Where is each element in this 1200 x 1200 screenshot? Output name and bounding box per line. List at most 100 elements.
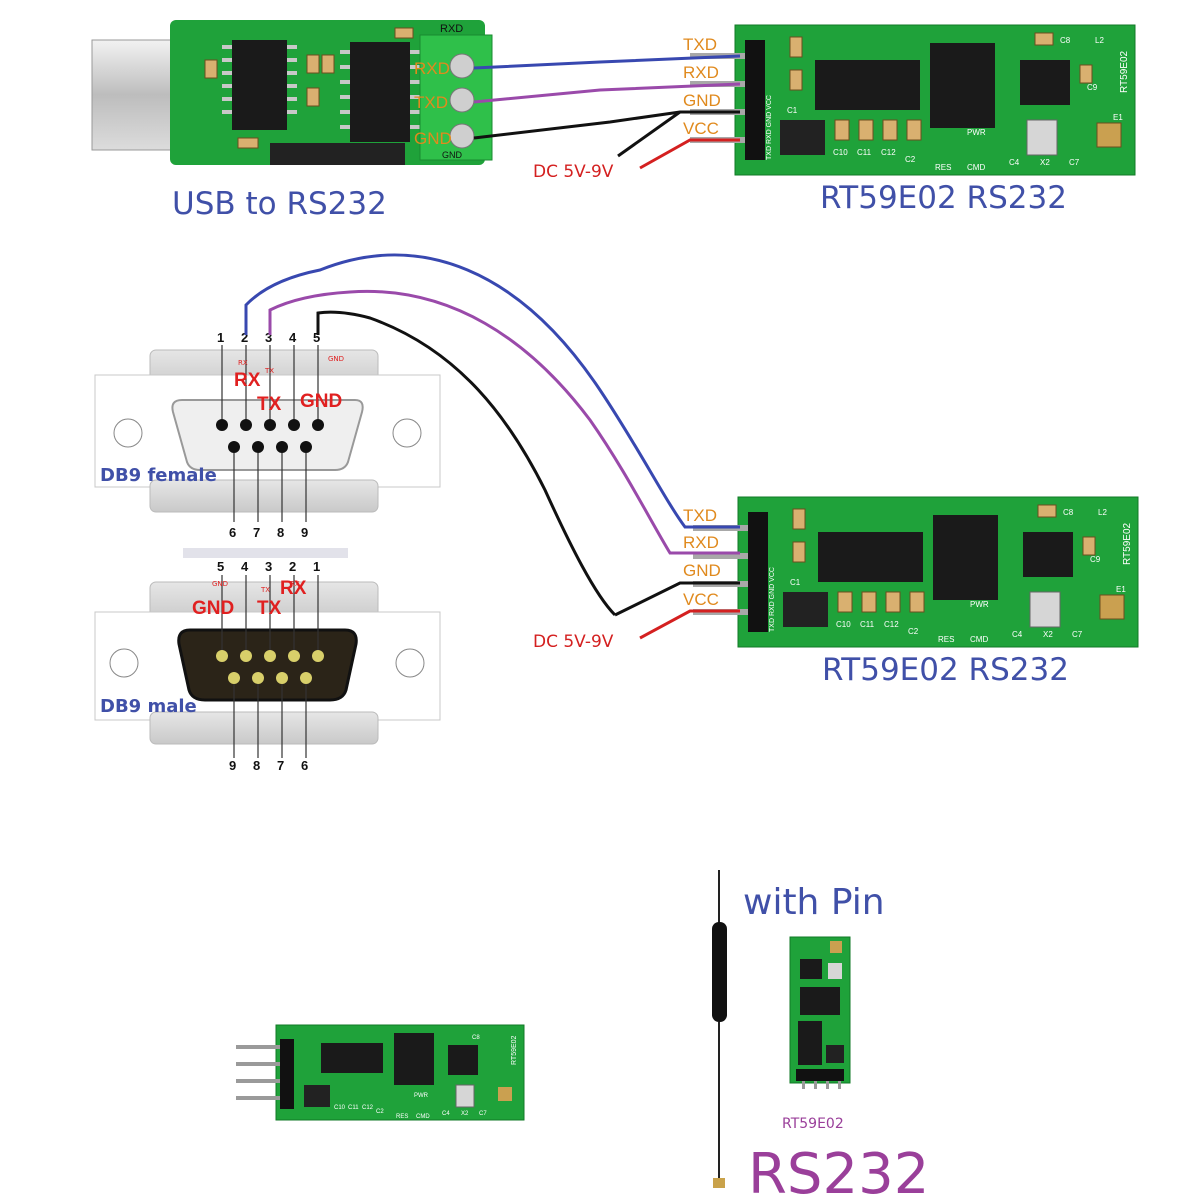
wire-txd-to-rxd [473,82,741,104]
pin-label-rxd: RXD [683,63,719,82]
db9-female-leads [221,345,319,522]
silk-c8: C8 [1060,36,1071,45]
db9f-tiny-gnd: GND [328,355,344,363]
db9f-num-7: 7 [253,525,260,540]
module-header [745,40,765,160]
db9m-num-6: 6 [301,758,308,773]
silk-cmd: CMD [970,635,988,644]
db9-female: 1 2 3 4 5 6 7 8 9 RX TX GND RX TX GND DB… [94,330,441,540]
silk-header: TXD RXD GND VCC [766,95,773,160]
module-chip-2 [933,515,998,600]
db9-male-hole-left [109,648,139,678]
db9-female-shell-bottom [149,479,379,513]
rt59e02-module-top: C10 C11 C12 C2 PWR RES CMD C4 X2 C7 C8 L… [690,24,1136,176]
pin-label-gnd-mid: GND [683,561,721,580]
db9m-num-7: 7 [277,758,284,773]
silk-c10: C10 [836,620,851,629]
usb-chip-1 [232,40,287,130]
db9f-signal-tx: TX [257,394,282,415]
caption-module-top: RT59E02 RS232 [820,180,1067,216]
silk-c10: C10 [833,148,848,157]
module-regulator [780,120,825,155]
module-pin [814,1081,817,1089]
module-chip-2 [800,987,840,1015]
caption-module-mid: RT59E02 RS232 [822,652,1069,688]
module-crystal [1029,591,1061,628]
wire-rxd-to-txd [473,54,741,70]
silk-pwr: PWR [970,600,989,609]
pin-label-gnd: GND [683,91,721,110]
usb-chip-pins [222,45,420,129]
terminal-gnd-label: GND [414,129,452,148]
db9-female-pins [216,419,324,453]
module-regulator [304,1085,330,1107]
silk-c1: C1 [787,106,798,115]
db9f-signal-rx: RX [234,370,261,391]
wire-power-vcc-mid [639,609,740,640]
db9-male: 5 4 3 2 1 9 8 7 6 GND TX RX GND TX RX DB… [94,559,441,773]
pin-label-vcc-mid: VCC [683,590,719,609]
module-header [748,512,768,632]
db9-male-hole-right [395,648,425,678]
silk-c2: C2 [376,1109,384,1115]
usb-to-rs232-adapter: RXD RXD TXD GND GND [91,20,493,165]
module-chip-3 [800,959,822,979]
db9m-signal-rx: RX [280,578,307,599]
module-regulator [783,592,828,627]
module-header [796,1069,844,1081]
module-pin [236,1062,280,1066]
silk-c10: C10 [334,1105,346,1111]
silk-l2: L2 [1098,508,1107,517]
pin-label-vcc: VCC [683,119,719,138]
silk-res: RES [935,163,951,172]
power-label-mid: DC 5V-9V [533,632,614,652]
module-header [280,1039,294,1109]
terminal-txd-label: TXD [414,93,448,112]
db9f-num-1: 1 [217,330,224,345]
module-pin [693,553,748,559]
db9-male-leads [221,575,319,758]
db9m-num-4: 4 [241,559,249,574]
silk-c2: C2 [905,155,916,164]
module-chip-1 [321,1043,383,1073]
db9f-tiny-rx: RX [238,359,248,367]
db9m-num-9: 9 [229,758,236,773]
antenna-connector [713,1178,725,1188]
module-smd-parts [792,504,1096,613]
wire-db9-pin2-to-txd [244,253,740,529]
terminal-top-label: RXD [440,23,463,35]
db9-male-pins [216,650,324,684]
silk-e1: E1 [1113,113,1123,122]
db9-male-face [177,628,358,702]
silk-c12: C12 [362,1105,374,1111]
module-chip-1 [798,1021,822,1065]
silk-x2: X2 [1043,630,1053,639]
db9-male-shell-bottom [149,711,379,745]
silk-model: RT59E02 [1122,522,1133,565]
silk-header: TXD RXD GND VCC [769,567,776,632]
module-antenna-pad [830,941,842,953]
db9f-num-9: 9 [301,525,308,540]
caption-small-model: RT59E02 [782,1116,844,1132]
wire-power-gnd-mid [614,581,740,617]
screw-rxd [449,53,475,79]
db9-separator [183,548,348,558]
screw-gnd [449,123,475,149]
silk-c7: C7 [479,1111,487,1117]
silk-x2: X2 [1040,158,1050,167]
db9m-signal-gnd: GND [192,598,234,619]
db9f-num-6: 6 [229,525,236,540]
pin-label-txd: TXD [683,35,717,54]
caption-db9-female: DB9 female [100,465,217,486]
module-chip-3 [1020,60,1070,105]
silk-pwr: PWR [414,1093,429,1099]
silk-c4: C4 [442,1111,450,1117]
module-pin [236,1045,280,1049]
db9m-num-1: 1 [313,559,320,574]
db9f-tiny-tx: TX [264,367,274,375]
db9-female-hole-right [392,418,422,448]
silk-res: RES [938,635,954,644]
silk-c2: C2 [908,627,919,636]
db9m-tiny-tx: TX [260,586,270,594]
wire-gnd-to-gnd [473,110,740,140]
